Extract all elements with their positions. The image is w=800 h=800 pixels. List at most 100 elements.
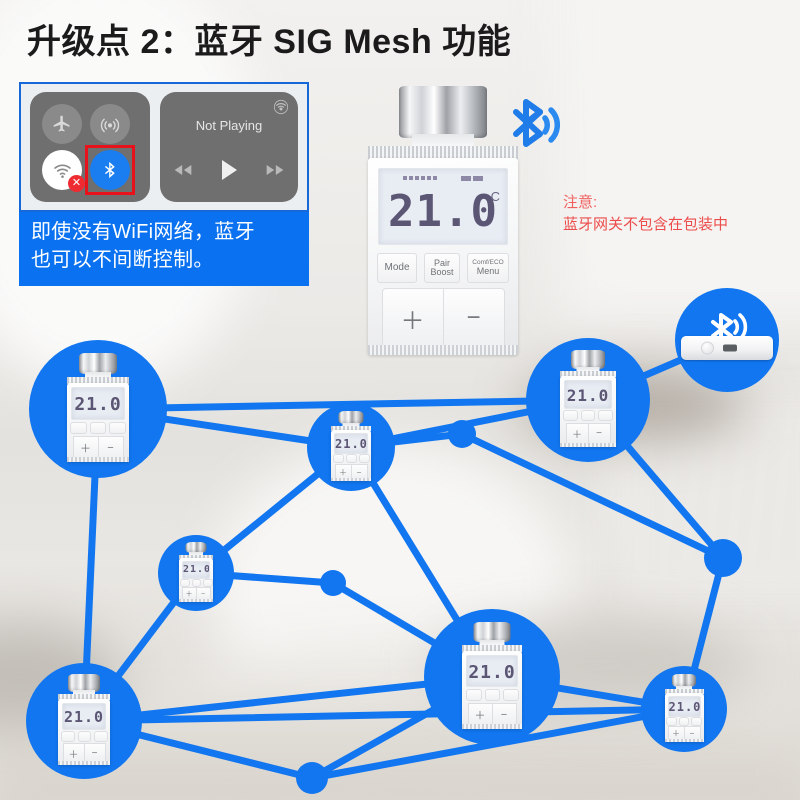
increase-button[interactable]: ＋ [62, 743, 85, 763]
valve-cap [338, 411, 364, 424]
lcd-temperature: 21.0 [183, 564, 210, 575]
decrease-button[interactable]: − [98, 436, 124, 460]
package-note: 注意: 蓝牙网关不包含在包装中 [563, 192, 728, 236]
pair-boost-button[interactable] [345, 454, 357, 463]
plus-label: ＋ [80, 443, 91, 455]
comfeco-menu-button[interactable] [93, 731, 108, 742]
comfeco-menu-button[interactable] [358, 454, 370, 463]
device-top-comb [560, 371, 616, 377]
mesh-relay-dot [296, 762, 328, 794]
pair-boost-button[interactable] [581, 410, 595, 421]
boost-label: Boost [430, 267, 454, 277]
valve-neck [479, 640, 505, 646]
mesh-node-thermostat[interactable]: 21.0 ＋ − [641, 666, 727, 752]
pair-boost-button[interactable] [90, 422, 106, 434]
mode-button[interactable] [70, 422, 87, 434]
increase-button[interactable]: ＋ [467, 703, 493, 726]
pair-boost-button[interactable]: Pair Boost [424, 253, 460, 283]
comfeco-menu-button[interactable]: Comf/ECO Menu [467, 253, 509, 283]
mesh-node-thermostat[interactable]: 21.0 ＋ − [158, 535, 234, 611]
connectivity-tile-group: ✕ [30, 92, 150, 202]
airplane-mode-toggle[interactable] [42, 104, 82, 144]
mini-thermostat: 21.0 ＋ − [331, 411, 371, 483]
device-front-panel: 21.0 ＋ − [67, 383, 129, 462]
media-next-button[interactable] [265, 163, 285, 182]
wifi-toggle[interactable]: ✕ [42, 150, 85, 192]
device-front-panel: 21.0 ＋ − [58, 699, 110, 765]
pair-boost-button[interactable] [191, 579, 201, 587]
media-widget: Not Playing [160, 92, 298, 202]
mini-thermostat: 21.0 ＋ − [58, 674, 110, 768]
valve-cap [473, 622, 511, 642]
comfeco-menu-button[interactable] [691, 717, 702, 726]
mode-button[interactable] [60, 731, 75, 742]
mode-button[interactable] [563, 410, 578, 421]
increase-button[interactable]: ＋ [72, 436, 99, 460]
page-title: 升级点 2：蓝牙 SIG Mesh 功能 [27, 23, 512, 61]
minus-label: − [596, 428, 602, 439]
mesh-node-thermostat[interactable]: 21.0 ＋ − [526, 338, 650, 462]
lcd-screen: 21.0 [71, 387, 125, 420]
valve-neck [73, 690, 95, 695]
mode-button[interactable] [179, 579, 190, 587]
mode-button-row [331, 454, 371, 463]
minus-label: − [356, 467, 362, 477]
device-top-comb [664, 689, 704, 694]
device-top-comb [331, 426, 371, 431]
lcd-screen: 21.0 [62, 703, 106, 730]
lcd-segment-ticks [379, 176, 507, 181]
lcd-screen: 21.0 [466, 655, 518, 687]
comfeco-label: Comf/ECO [472, 258, 504, 266]
mesh-relay-dot [320, 570, 346, 596]
increase-button[interactable]: ＋ [381, 288, 444, 348]
mesh-node-thermostat[interactable]: 21.0 ＋ − [26, 663, 142, 779]
valve-neck [676, 686, 692, 690]
mode-button[interactable]: Mode [377, 253, 417, 283]
increase-button[interactable]: ＋ [565, 423, 589, 444]
device-front-panel: 21.0 ＋ − [331, 430, 371, 481]
mesh-node-thermostat[interactable]: 21.0 ＋ − [29, 340, 167, 478]
cellular-data-toggle[interactable] [90, 104, 130, 144]
valve-neck [189, 552, 203, 556]
plus-minus-row: ＋ − [179, 587, 213, 601]
mesh-node-thermostat[interactable]: 21.0 ＋ − [424, 609, 560, 745]
airplay-icon[interactable] [273, 99, 289, 120]
plus-minus-row: ＋ − [331, 464, 371, 480]
mini-thermostat: 21.0 ＋ − [179, 542, 213, 604]
comfeco-menu-button[interactable] [502, 689, 519, 701]
media-play-button[interactable] [219, 159, 239, 186]
device-top-comb [67, 377, 129, 384]
wifi-off-icon [53, 163, 71, 178]
pair-boost-button[interactable] [77, 731, 91, 742]
mesh-relay-dot [704, 539, 742, 577]
mesh-node-thermostat[interactable]: 21.0 ＋ − [307, 403, 395, 491]
pair-boost-button[interactable] [484, 689, 500, 701]
device-bottom-comb [58, 761, 110, 765]
minus-label: − [689, 729, 695, 738]
pair-boost-button[interactable] [679, 717, 689, 726]
fast-forward-icon [266, 165, 284, 175]
mode-button[interactable] [465, 689, 482, 701]
valve-cap [185, 542, 207, 553]
decrease-button[interactable]: − [84, 743, 106, 763]
device-front-panel: 21.0 C Mode Pair Boost Comf/ECO Menu [368, 158, 518, 355]
device-bottom-comb [560, 443, 616, 447]
bluetooth-toggle[interactable] [90, 150, 130, 190]
decrease-button[interactable]: − [492, 703, 517, 726]
lcd-screen: 21.0 [182, 561, 210, 579]
mode-button[interactable] [666, 717, 677, 726]
gateway-led-icon [701, 341, 714, 355]
increase-button[interactable]: ＋ [181, 587, 197, 601]
minus-label: − [107, 442, 114, 454]
media-prev-button[interactable] [173, 163, 193, 182]
device-front-panel: 21.0 ＋ − [560, 376, 616, 447]
comfeco-menu-button[interactable] [109, 422, 126, 434]
mesh-node-gateway[interactable] [675, 288, 779, 392]
comfeco-menu-button[interactable] [202, 579, 213, 587]
device-top-comb [179, 555, 213, 559]
mode-button-row [560, 410, 616, 421]
comfeco-menu-button[interactable] [598, 410, 613, 421]
device-front-panel: 21.0 ＋ − [462, 651, 522, 729]
mode-button[interactable] [332, 454, 344, 463]
decrease-button[interactable]: − [588, 423, 611, 444]
